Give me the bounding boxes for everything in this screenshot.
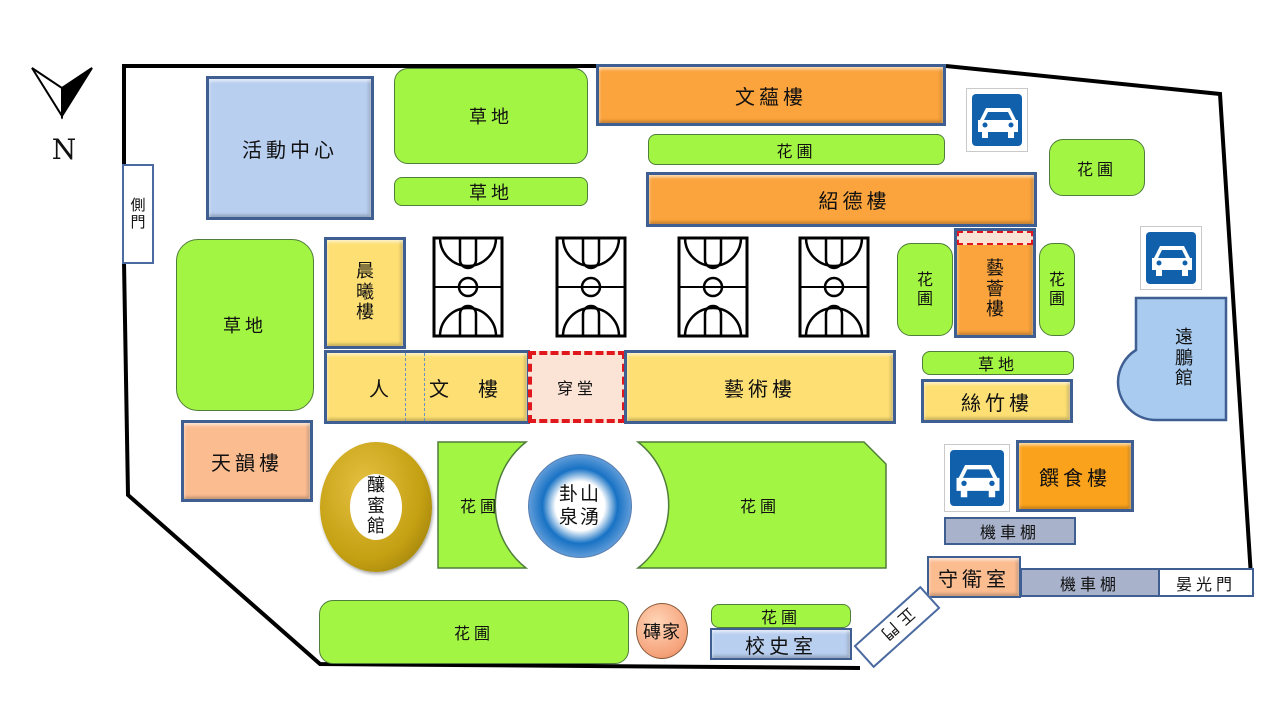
- yihui-label: 藝薈樓: [986, 257, 1004, 321]
- building-history-room[interactable]: 校史室: [710, 628, 852, 660]
- history-room-label: 校史室: [745, 633, 817, 658]
- yishu-label: 藝術樓: [724, 376, 796, 401]
- renwen-label-ren: 人: [369, 376, 393, 401]
- motorcycle-shed-2-label: 機車棚: [1059, 574, 1120, 594]
- fountain-label: 卦山泉湧: [558, 483, 601, 528]
- garden-ne-label: 花圃: [1076, 159, 1117, 179]
- lawn-top-big-label: 草地: [469, 107, 513, 128]
- building-renwen[interactable]: 人 文 樓: [324, 350, 530, 424]
- lawn-top-big[interactable]: 草地: [394, 68, 588, 164]
- side-gate[interactable]: 側門: [122, 164, 154, 264]
- renwen-divider: [405, 353, 425, 421]
- niangmi-center: [350, 474, 402, 540]
- building-canteen[interactable]: 饌食樓: [1016, 440, 1134, 512]
- parking-lot-south[interactable]: [944, 444, 1010, 512]
- building-tianyun[interactable]: 天韻樓: [181, 420, 313, 502]
- garden-center-left[interactable]: 花圃: [459, 497, 500, 516]
- central-gardens-shape: [437, 441, 887, 569]
- side-gate-label: 側門: [130, 195, 146, 231]
- car-icon: [1146, 232, 1196, 284]
- building-yuanpeng[interactable]: 遠鵬館: [1116, 296, 1228, 422]
- garden-yihui-right-label: 花圃: [1048, 270, 1065, 308]
- garden-center-right[interactable]: 花圃: [739, 497, 780, 516]
- basketball-court-1: [432, 236, 504, 338]
- garden-bottom-label: 花圃: [453, 624, 494, 643]
- building-shaode[interactable]: 紹德樓: [646, 172, 1037, 227]
- garden-ne[interactable]: 花圃: [1049, 139, 1145, 196]
- motorcycle-shed-2[interactable]: 機車棚: [1020, 568, 1160, 597]
- yuanpeng-label: 遠鵬館: [1175, 326, 1193, 390]
- yanguang-gate-label: 晏光門: [1175, 574, 1236, 594]
- building-chenxi[interactable]: 晨曦樓: [324, 237, 406, 349]
- building-yishu[interactable]: 藝術樓: [624, 350, 896, 424]
- yihui-passage: [957, 231, 1033, 245]
- wenyun-label: 文蘊樓: [735, 84, 807, 109]
- sizhu-label: 絲竹樓: [961, 390, 1033, 415]
- basketball-court-4: [798, 236, 870, 338]
- building-wenyun[interactable]: 文蘊樓: [596, 64, 946, 126]
- shaode-label: 紹德樓: [818, 189, 891, 213]
- building-sizhu[interactable]: 絲竹樓: [921, 379, 1073, 423]
- tianyun-label: 天韻樓: [211, 450, 283, 475]
- garden-strip-top-label: 花圃: [776, 141, 817, 161]
- basketball-court-icon: [677, 236, 749, 338]
- compass-north-arrow-icon: [30, 66, 96, 122]
- basketball-court-icon: [432, 236, 504, 338]
- basketball-court-icon: [555, 236, 627, 338]
- garden-yihui-left-label: 花圃: [916, 270, 933, 308]
- garden-yihui-left[interactable]: 花圃: [897, 243, 953, 336]
- lawn-right[interactable]: 草地: [922, 351, 1074, 375]
- motorcycle-shed-1[interactable]: 機車棚: [944, 517, 1076, 545]
- zhuanjia-label: 磚家: [643, 622, 681, 643]
- building-yihui[interactable]: 藝薈樓: [954, 228, 1036, 338]
- niangmi-label: 釀蜜館: [367, 474, 385, 538]
- building-guard-room[interactable]: 守衛室: [927, 556, 1021, 598]
- basketball-court-icon: [798, 236, 870, 338]
- car-icon: [950, 450, 1004, 506]
- activity-center-label: 活動中心: [242, 137, 338, 162]
- car-icon: [972, 94, 1022, 146]
- garden-strip-top[interactable]: 花圃: [648, 134, 945, 165]
- chuantang-label: 穿堂: [556, 379, 597, 398]
- parking-lot-east[interactable]: [1140, 226, 1202, 290]
- chenxi-label: 晨曦樓: [356, 260, 374, 324]
- lawn-top-small[interactable]: 草地: [394, 177, 588, 206]
- compass-label: N: [51, 132, 77, 166]
- basketball-court-2: [555, 236, 627, 338]
- canteen-label: 饌食樓: [1039, 465, 1111, 490]
- renwen-label-wen: 文: [429, 376, 453, 401]
- motorcycle-shed-1-label: 機車棚: [979, 523, 1040, 542]
- garden-yihui-right[interactable]: 花圃: [1039, 243, 1075, 336]
- building-zhuanjia[interactable]: 磚家: [636, 603, 688, 659]
- basketball-court-3: [677, 236, 749, 338]
- garden-bottom[interactable]: 花圃: [319, 600, 629, 664]
- lawn-left-label: 草地: [223, 316, 267, 337]
- gate-yanguang[interactable]: 晏光門: [1158, 568, 1254, 597]
- garden-history-label: 花圃: [760, 608, 801, 627]
- guard-room-label: 守衛室: [938, 566, 1010, 591]
- yuanpeng-shape: [1116, 296, 1228, 422]
- lawn-top-small-label: 草地: [469, 182, 513, 204]
- building-niangmi[interactable]: 釀蜜館: [320, 442, 432, 572]
- building-activity-center[interactable]: 活動中心: [206, 76, 374, 220]
- lawn-right-label: 草地: [977, 355, 1018, 374]
- renwen-label-lou: 樓: [478, 376, 502, 401]
- fountain-guashan[interactable]: 卦山泉湧: [528, 454, 632, 558]
- parking-lot-north[interactable]: [966, 88, 1028, 152]
- garden-history[interactable]: 花圃: [711, 604, 851, 628]
- lawn-left[interactable]: 草地: [176, 239, 314, 411]
- passage-chuantang[interactable]: 穿堂: [528, 351, 626, 423]
